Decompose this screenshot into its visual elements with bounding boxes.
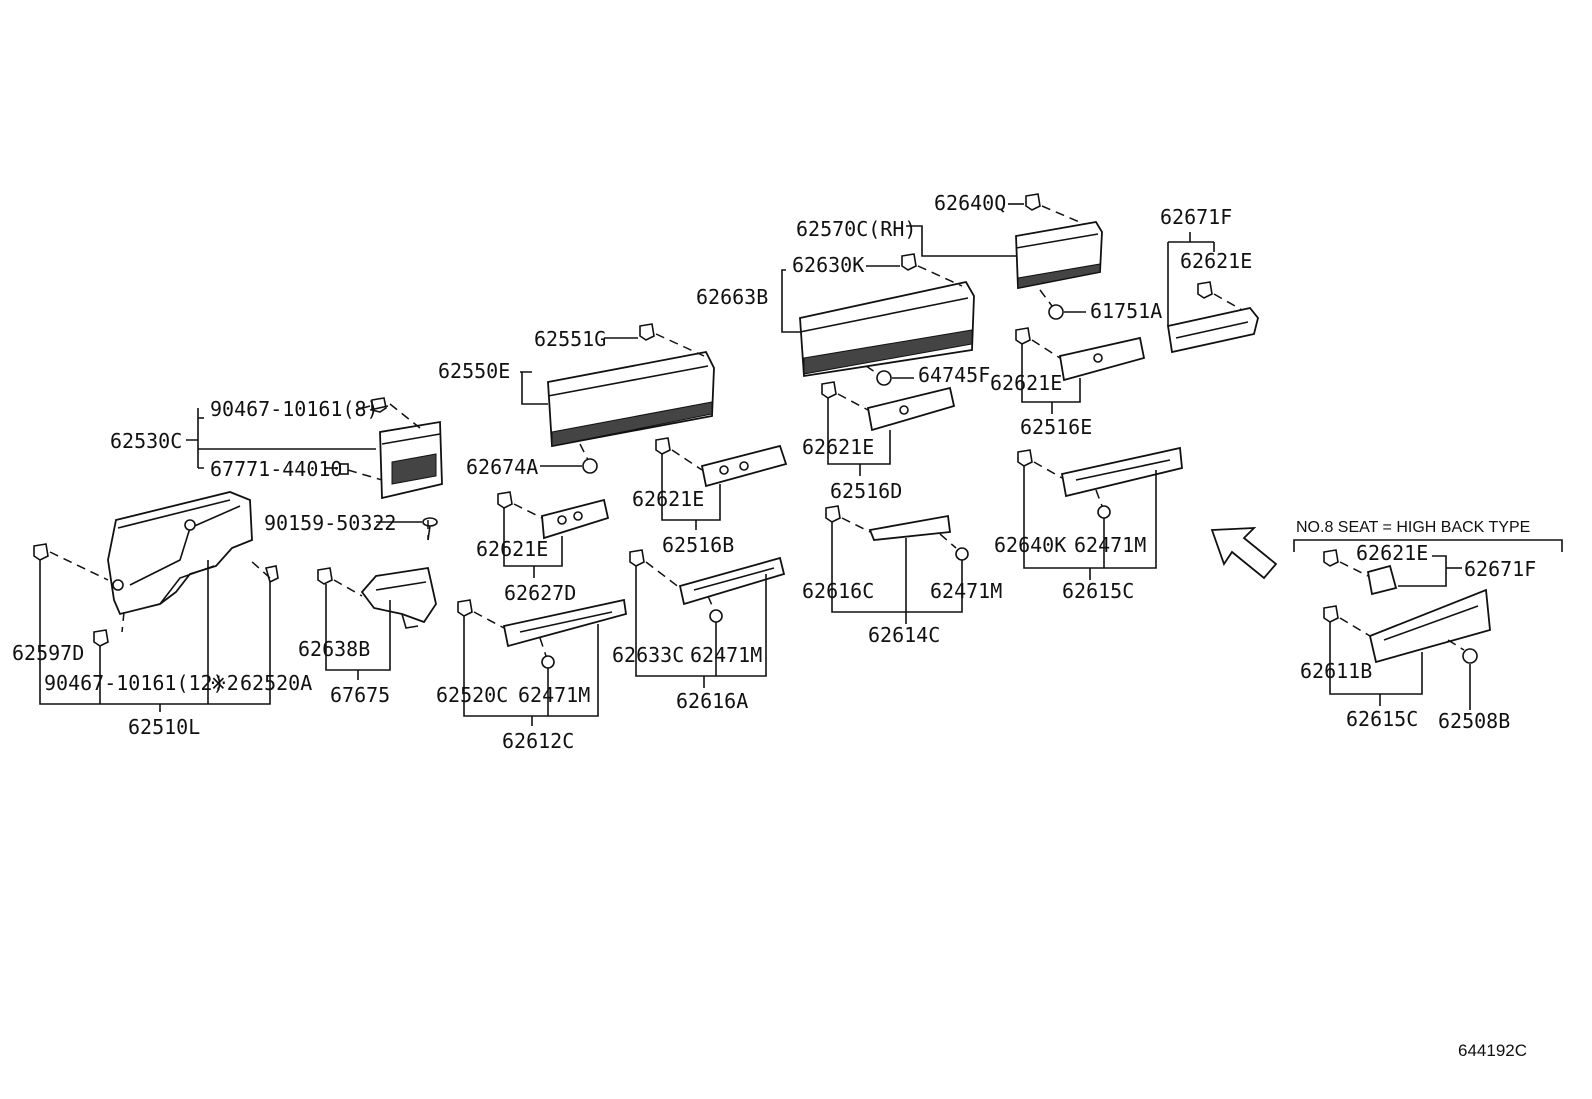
label-62471M-a: 62471M [518,683,590,707]
screw-90159-icon [422,517,438,541]
label-62671F-b: 62671F [1464,557,1536,581]
clip-62471M-c-icon [955,547,969,561]
clip-62621E-e-icon [1197,281,1213,299]
label-62516D: 62516D [830,479,902,503]
clip-62516E-icon [1015,327,1031,345]
label-62510L: 62510L [128,715,200,739]
clip-62640Q-icon [1025,193,1041,211]
clip-62508B-icon [1462,648,1478,664]
label-62471M-b: 62471M [690,643,762,667]
clip-icon [369,397,389,413]
label-62615C-b: 62615C [1346,707,1418,731]
scuff-plate-62612C-group [457,598,628,726]
label-62627D: 62627D [504,581,576,605]
label-62621E-e: 62621E [1180,249,1252,273]
label-62520C: 62520C [436,683,508,707]
clip-62551G-icon [639,323,655,341]
label-90467-10161-8: 90467-10161(8) [210,397,379,421]
label-67771-44010: 67771-44010 [210,457,342,481]
label-62621E-a: 62621E [476,537,548,561]
scuff-plate-62516B-group [655,437,788,530]
clip-62520C-icon [457,599,473,617]
clip-62611B-icon [1323,605,1339,623]
clip-62471M-a-icon [541,655,555,669]
label-62640Q: 62640Q [934,191,1006,215]
clip-62627D-icon [497,491,513,509]
label-62630K: 62630K [792,253,864,277]
label-62471M-c: 62471M [930,579,1002,603]
label-62663B: 62663B [696,285,768,309]
label-62614C: 62614C [868,623,940,647]
label-62516B: 62516B [662,533,734,557]
label-90467-10161-12: 90467-10161(12) [44,671,225,695]
scuff-plate-62570C-group [906,193,1103,320]
label-62638B: 62638B [298,637,370,661]
clip-67771-icon [339,463,349,475]
scuff-plate-62614C-group [825,505,969,624]
label-62550E: 62550E [438,359,510,383]
label-62615C-a: 62615C [1062,579,1134,603]
label-67675: 67675 [330,683,390,707]
clip-62616C-icon [825,505,841,523]
label-62633C: 62633C [612,643,684,667]
label-62671F-a: 62671F [1160,205,1232,229]
clip-62621E-f-icon [1323,549,1339,567]
label-62616A: 62616A [676,689,748,713]
scuff-plate-62671F-group [1166,232,1259,354]
view-direction-arrow-icon [1210,526,1278,580]
label-62570C-RH: 62570C(RH) [796,217,916,241]
label-62621E-f: 62621E [1356,541,1428,565]
clip-62638B-icon [317,567,333,585]
scuff-plate-62550E-group [520,323,715,474]
label-62621E-c: 62621E [802,435,874,459]
scuff-plate-62615C-b-group [1323,588,1491,710]
scuff-plate-62671F-b-group [1323,549,1462,596]
clip-62516D-icon [821,381,837,399]
label-62530C: 62530C [110,429,182,453]
label-62520A: 62520A [240,671,312,695]
label-62611B: 62611B [1300,659,1372,683]
luggage-bracket [360,566,437,624]
label-64745F: 64745F [918,363,990,387]
clip-62597D-icon [33,543,49,561]
label-note-mark: ※2 [210,671,239,695]
label-62516E: 62516E [1020,415,1092,439]
label-62621E-b: 62621E [632,487,704,511]
scuff-plate-62627D-group [497,491,610,578]
diagram-code: 644192C [1458,1041,1527,1060]
clip-62471M-b-icon [709,609,723,623]
clip-62471M-d-icon [1097,505,1111,519]
luggage-bracket-group [317,566,437,680]
label-62612C: 62612C [502,729,574,753]
clip-90467-icon [93,629,109,647]
scuff-plate-62615C-a-group [1017,446,1183,580]
scuff-plate-62550E [547,350,715,448]
label-62616C: 62616C [802,579,874,603]
clip-62640K-icon [1017,449,1033,467]
label-seat-type-note: NO.8 SEAT = HIGH BACK TYPE [1296,519,1530,536]
label-90159-50322: 90159-50322 [264,511,396,535]
scuff-plate-62516E-group [1015,327,1146,414]
scuff-plate-62616A-group [629,549,786,688]
scuff-plate-62516D-group [821,381,956,476]
clip-62674A-icon [582,458,598,474]
label-62597D: 62597D [12,641,84,665]
rear-quarter-trim-assembly [33,397,443,712]
label-61751A: 61751A [1090,299,1162,323]
label-62674A: 62674A [466,455,538,479]
clip-62520A-icon [264,565,279,584]
clip-62630K-icon [901,253,917,271]
scuff-plate-62663B-group [781,253,975,386]
clip-64745F-icon [876,370,892,386]
clip-62516B-icon [655,437,671,455]
label-62508B: 62508B [1438,709,1510,733]
label-62621E-d: 62621E [990,371,1062,395]
label-62551G: 62551G [534,327,606,351]
label-62640K: 62640K [994,533,1066,557]
clip-62633C-icon [629,549,645,567]
label-62471M-d: 62471M [1074,533,1146,557]
clip-61751A-icon [1048,304,1064,320]
